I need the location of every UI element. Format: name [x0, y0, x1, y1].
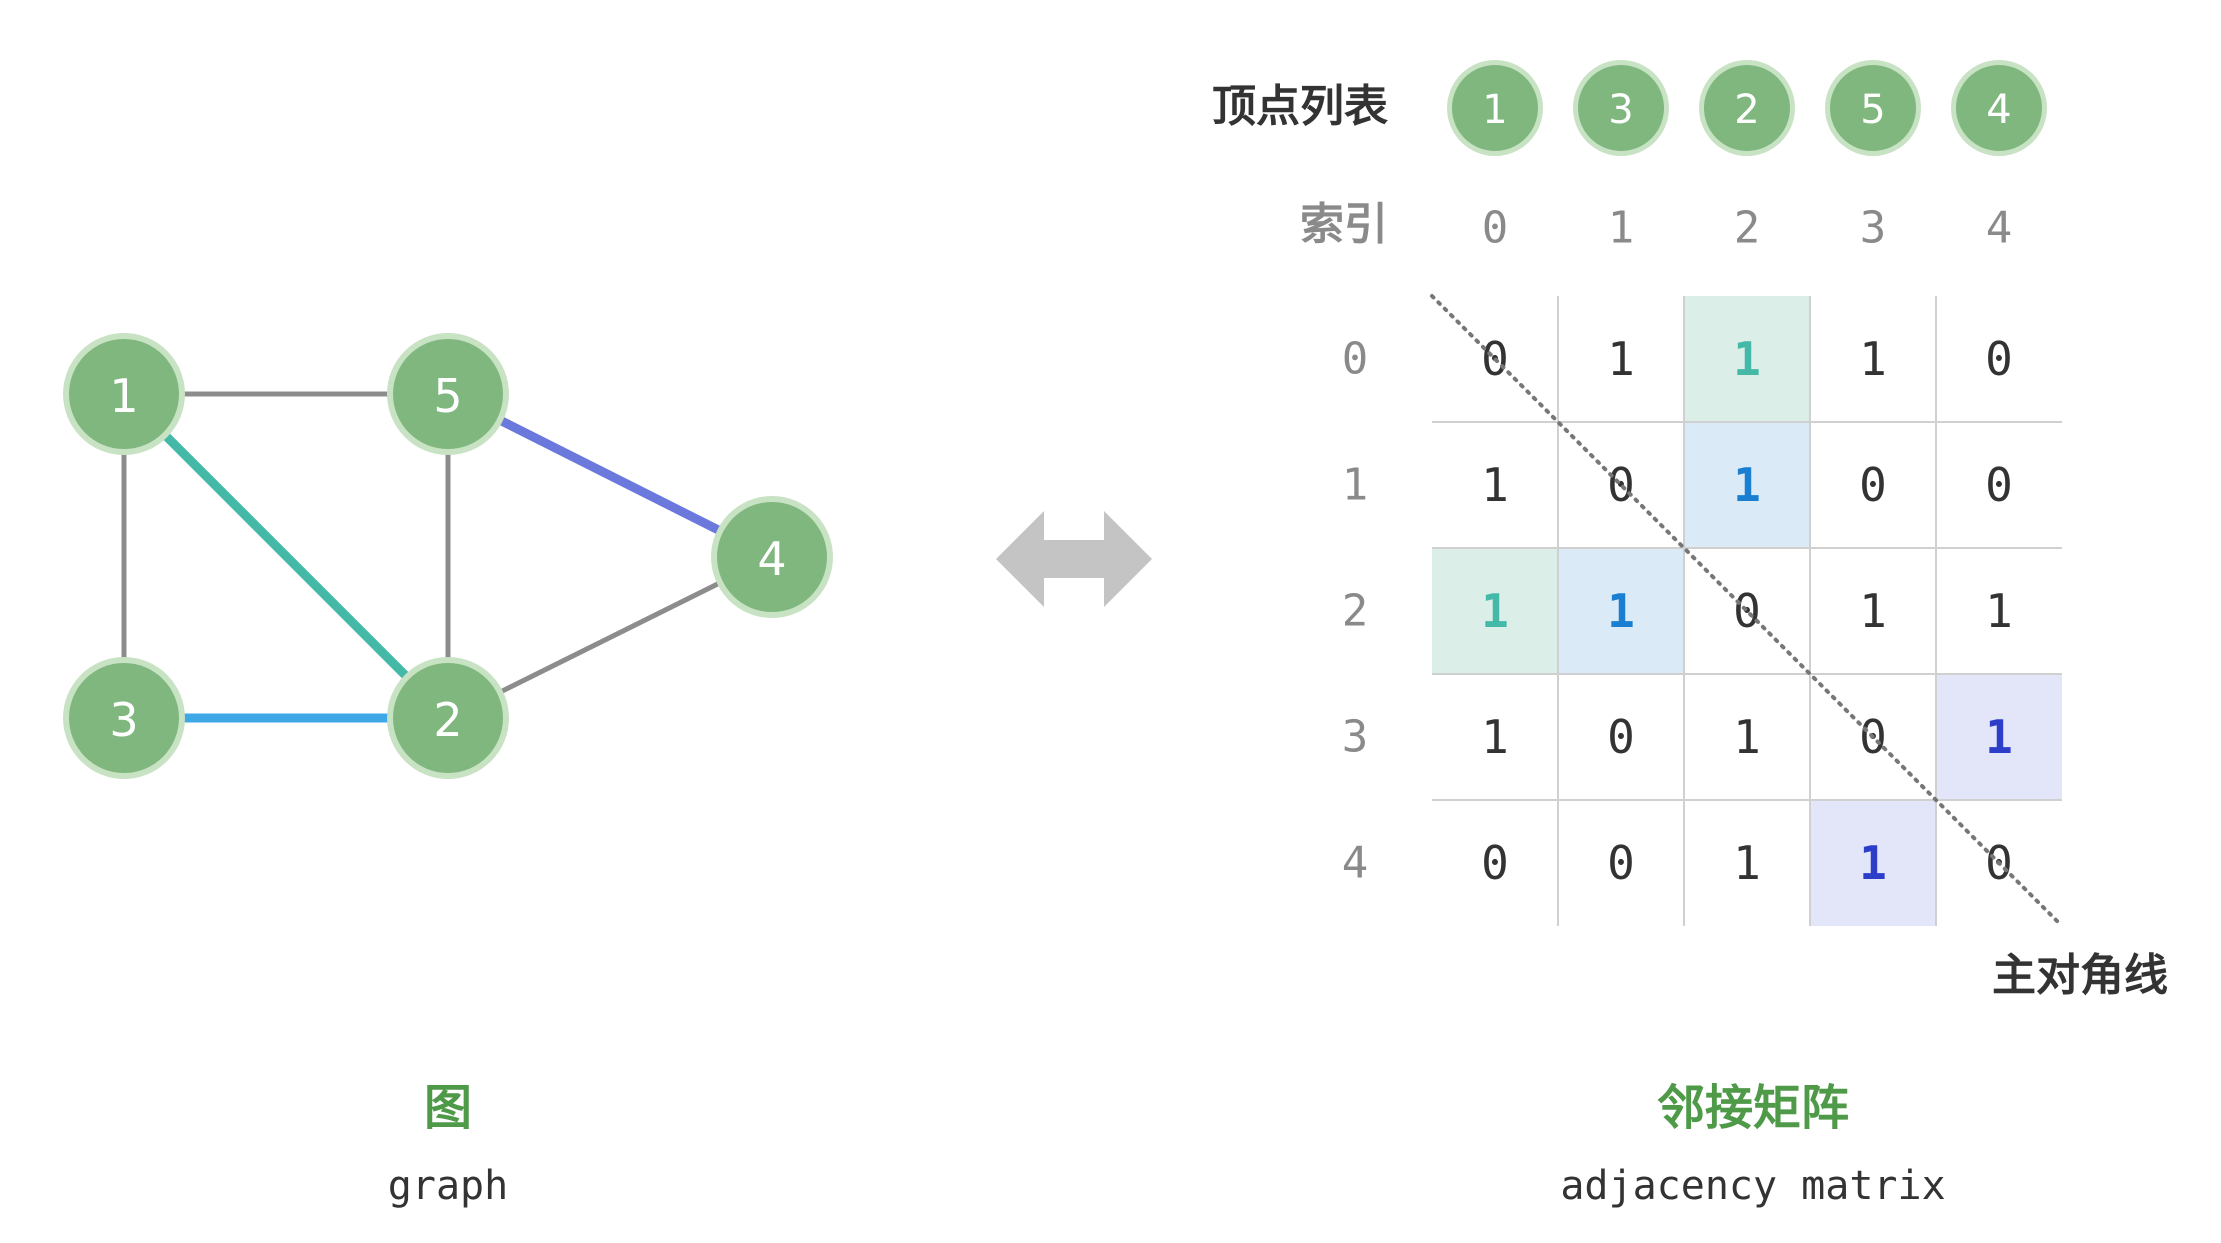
- matrix-cell-2-0: 1: [1481, 584, 1509, 638]
- row-index: 2: [1342, 586, 1369, 637]
- row-index: 1: [1342, 460, 1369, 511]
- column-index: 1: [1608, 203, 1635, 254]
- graph-node-1: 1: [63, 333, 185, 455]
- matrix-cell-0-3: 1: [1859, 332, 1887, 386]
- matrix-cell-4-0: 0: [1481, 836, 1509, 890]
- matrix-cell-2-1: 1: [1607, 584, 1635, 638]
- vertex-list-item-3: 3: [1573, 60, 1669, 156]
- bidirectional-arrow-icon: [996, 511, 1152, 607]
- index-label: 索引: [1300, 199, 1388, 250]
- matrix-cell-3-1: 0: [1607, 710, 1635, 764]
- column-index: 3: [1860, 203, 1887, 254]
- column-index: 0: [1482, 203, 1509, 254]
- graph-node-label: 5: [433, 369, 462, 423]
- matrix-cells: 0111010100110111010100110: [1481, 332, 2013, 890]
- graph-node-circle: [393, 339, 503, 449]
- graph-node-circle: [717, 502, 827, 612]
- vertex-list-item-5: 5: [1825, 60, 1921, 156]
- vertex-label: 2: [1734, 87, 1759, 133]
- graph-caption: 图: [424, 1080, 472, 1136]
- vertex-label: 1: [1482, 87, 1507, 133]
- graph-node-label: 3: [109, 693, 138, 747]
- matrix-cell-3-2: 1: [1733, 710, 1761, 764]
- row-index-column: 0 1 2 3 4: [1342, 334, 1369, 889]
- vertex-circle: [1452, 65, 1538, 151]
- graph-node-label: 4: [757, 532, 786, 586]
- highlight-cell-0-2: [1684, 296, 1810, 422]
- matrix-cell-0-4: 0: [1985, 332, 2013, 386]
- matrix-cell-4-2: 1: [1733, 836, 1761, 890]
- matrix-cell-1-1: 0: [1607, 458, 1635, 512]
- matrix-caption: 邻接矩阵: [1657, 1080, 1849, 1136]
- main-diagonal-label: 主对角线: [1992, 950, 2168, 1001]
- vertex-circle: [1578, 65, 1664, 151]
- matrix-cell-2-4: 1: [1985, 584, 2013, 638]
- matrix-cell-1-4: 0: [1985, 458, 2013, 512]
- graph-node-3: 3: [63, 657, 185, 779]
- highlight-cell-2-1: [1558, 548, 1684, 674]
- row-index: 3: [1342, 712, 1369, 763]
- matrix-cell-3-4: 1: [1985, 710, 2013, 764]
- matrix-cell-4-3: 1: [1859, 836, 1887, 890]
- column-index: 4: [1986, 203, 2013, 254]
- graph-edge-1-2: [119, 389, 453, 723]
- highlight-cell-4-3: [1810, 800, 1936, 926]
- graph-node-2: 2: [387, 657, 509, 779]
- matrix-cell-4-1: 0: [1607, 836, 1635, 890]
- vertex-list-item-4: 4: [1951, 60, 2047, 156]
- vertex-circle: [1830, 65, 1916, 151]
- graph-nodes: 1 5 4 3 2: [63, 333, 833, 779]
- matrix-cell-2-2: 0: [1733, 584, 1761, 638]
- graph-node-5: 5: [387, 333, 509, 455]
- graph-node-circle: [69, 339, 179, 449]
- column-index: 2: [1734, 203, 1761, 254]
- matrix-subcaption: adjacency matrix: [1560, 1163, 1945, 1209]
- row-index: 0: [1342, 334, 1369, 385]
- matrix-cell-3-0: 1: [1481, 710, 1509, 764]
- matrix-cell-1-0: 1: [1481, 458, 1509, 512]
- matrix-cell-0-2: 1: [1733, 332, 1761, 386]
- matrix-cell-1-2: 1: [1733, 458, 1761, 512]
- row-index: 4: [1342, 838, 1369, 889]
- matrix-grid: [1432, 296, 2062, 926]
- index-row: 0 1 2 3 4: [1482, 203, 2013, 254]
- main-diagonal-line: [1430, 294, 2060, 924]
- vertex-list: 1 3 2 5 4: [1447, 60, 2047, 156]
- vertex-circle: [1956, 65, 2042, 151]
- vertex-list-item-2: 2: [1699, 60, 1795, 156]
- graph-node-circle: [69, 663, 179, 773]
- matrix-cell-0-1: 1: [1607, 332, 1635, 386]
- vertex-circle: [1704, 65, 1790, 151]
- matrix-highlights: [1432, 296, 2062, 926]
- vertex-list-label: 顶点列表: [1212, 81, 1388, 132]
- highlight-cell-3-4: [1936, 674, 2062, 800]
- graph-node-4: 4: [711, 496, 833, 618]
- vertex-label: 3: [1608, 87, 1633, 133]
- vertex-label: 5: [1860, 87, 1885, 133]
- highlight-cell-2-0: [1432, 548, 1558, 674]
- graph-node-label: 1: [109, 369, 138, 423]
- matrix-cell-2-3: 1: [1859, 584, 1887, 638]
- graph-subcaption: graph: [388, 1163, 508, 1209]
- graph-node-label: 2: [433, 693, 462, 747]
- vertex-label: 4: [1986, 87, 2011, 133]
- vertex-list-item-1: 1: [1447, 60, 1543, 156]
- matrix-cell-1-3: 0: [1859, 458, 1887, 512]
- graph-node-circle: [393, 663, 503, 773]
- highlight-cell-1-2: [1684, 422, 1810, 548]
